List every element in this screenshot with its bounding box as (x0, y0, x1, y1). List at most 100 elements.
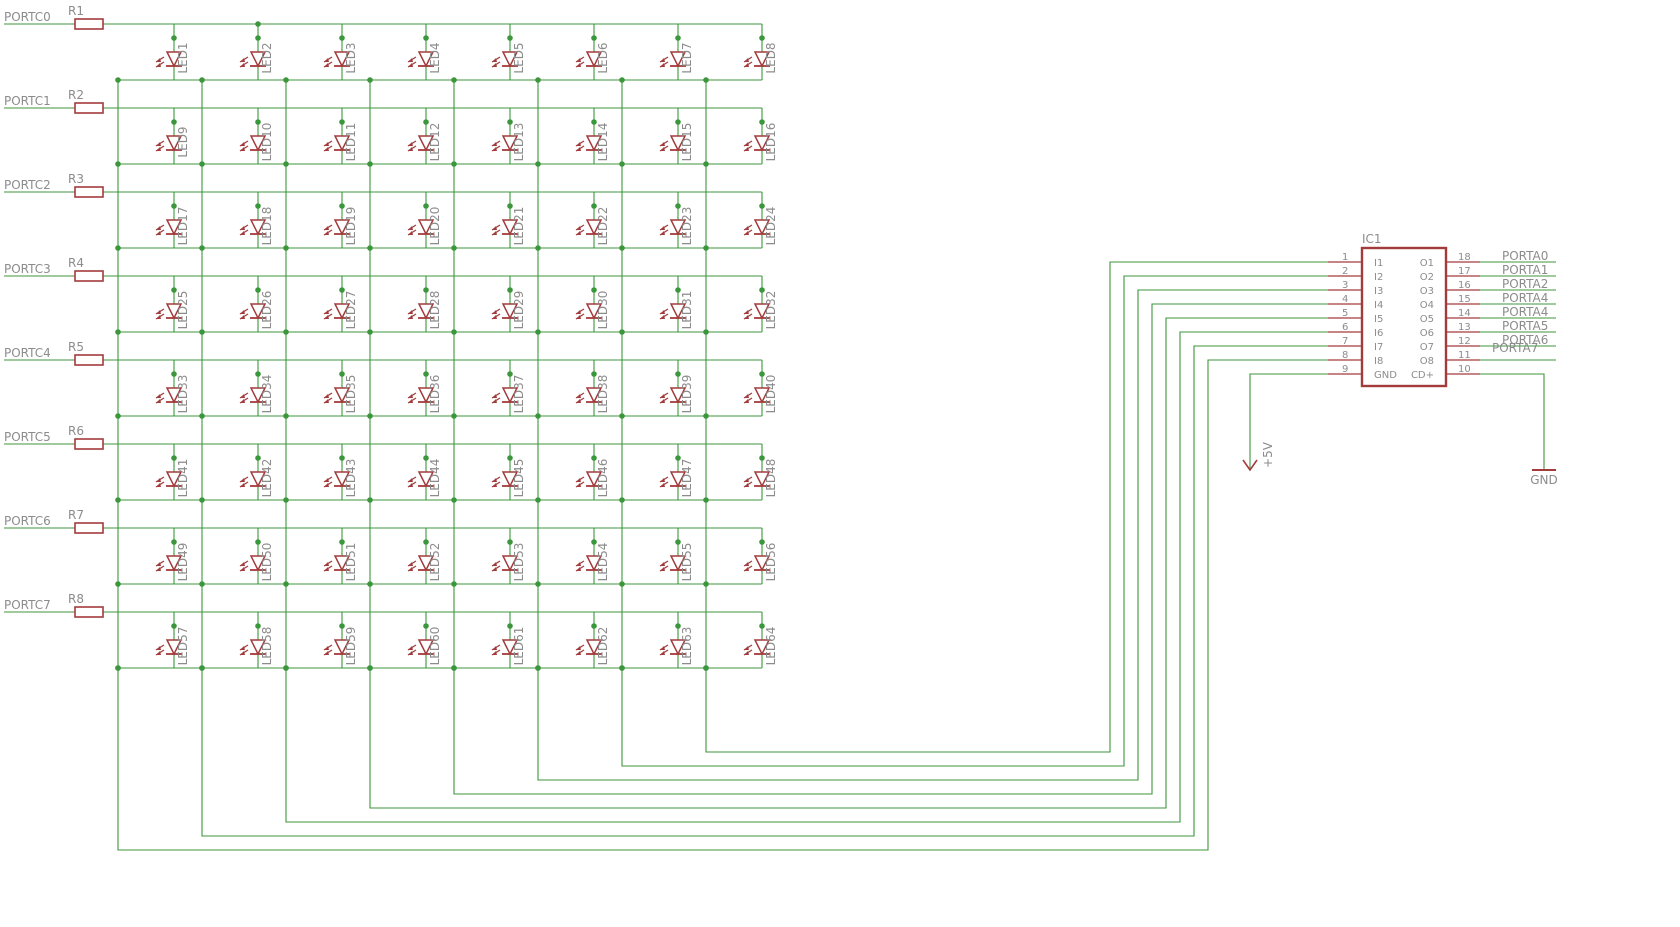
port-label: PORTC6 (4, 514, 51, 528)
junction-dot (619, 581, 625, 587)
junction-dot (451, 581, 457, 587)
junction-dot (339, 287, 345, 293)
led-body (501, 51, 519, 68)
junction-dot (199, 497, 205, 503)
led-body (249, 135, 267, 152)
junction-dot (507, 287, 513, 293)
porta-label: PORTA4 (1502, 305, 1548, 319)
ic1-label: IC1 (1362, 232, 1382, 246)
junction-dot (507, 35, 513, 41)
led-body (669, 135, 687, 152)
junction-dot (451, 413, 457, 419)
led-body (753, 639, 771, 656)
led-label: LED31 (680, 291, 694, 330)
junction-dot (591, 539, 597, 545)
led-body (585, 639, 603, 656)
led-body (165, 555, 183, 572)
junction-dot (619, 329, 625, 335)
led-arrow-head (240, 394, 245, 398)
resistor-label: R6 (68, 424, 84, 438)
led-arrow-head (576, 142, 581, 146)
junction-dot (423, 539, 429, 545)
led-arrow-head (576, 651, 581, 655)
junction-dot (675, 539, 681, 545)
pin-number: 4 (1342, 294, 1348, 305)
junction-dot (171, 119, 177, 125)
led-body (417, 555, 435, 572)
led-label: LED27 (344, 291, 358, 330)
led-arrow-head (156, 231, 161, 235)
led-body (753, 387, 771, 404)
led-arrow-head (240, 142, 245, 146)
led-arrow-head (744, 478, 749, 482)
led-label: LED3 (344, 42, 358, 73)
junction-dot (255, 539, 261, 545)
pin-number: 2 (1342, 266, 1348, 277)
led-arrow-head (156, 478, 161, 482)
led-arrow-head (156, 58, 161, 62)
junction-dot (199, 77, 205, 83)
pin-number: 10 (1458, 364, 1471, 375)
bus-to-ic-wire (201, 345, 1328, 837)
led-arrow-head (240, 399, 245, 403)
led-label: LED4 (428, 42, 442, 73)
junction-dot (507, 371, 513, 377)
junction-dot (535, 413, 541, 419)
pin-number: 13 (1458, 322, 1471, 333)
resistor (74, 606, 104, 618)
pin-number: 16 (1458, 280, 1471, 291)
pin-name: O4 (1420, 300, 1434, 311)
led-body (417, 471, 435, 488)
led-arrow-head (408, 226, 413, 230)
junction-dot (367, 329, 373, 335)
led-body (165, 51, 183, 68)
pin-number: 7 (1342, 336, 1348, 347)
led-arrow-head (576, 646, 581, 650)
junction-dot (115, 161, 121, 167)
led-arrow-head (576, 478, 581, 482)
pin-name: I3 (1374, 286, 1383, 297)
pin-number: 9 (1342, 364, 1348, 375)
junction-dot (367, 245, 373, 251)
led-arrow-head (492, 478, 497, 482)
junction-dot (339, 119, 345, 125)
led-arrow-head (492, 310, 497, 314)
led-label: LED52 (428, 543, 442, 582)
led-label: LED42 (260, 459, 274, 498)
led-label: LED43 (344, 459, 358, 498)
led-body (417, 135, 435, 152)
led-arrow-head (576, 315, 581, 319)
led-arrow-head (660, 394, 665, 398)
bus-to-ic-wire (453, 303, 1328, 795)
junction-dot (759, 203, 765, 209)
led-body (753, 303, 771, 320)
junction-dot (283, 329, 289, 335)
led-arrow-head (408, 310, 413, 314)
ic1-chip[interactable]: IC11I12I23I34I45I56I67I78I89GND18O117O21… (1328, 232, 1480, 388)
bus-to-ic-wire (537, 289, 1328, 781)
led-body (753, 51, 771, 68)
junction-dot (199, 161, 205, 167)
pin-number: 12 (1458, 336, 1471, 347)
pin-number: 1 (1342, 252, 1348, 263)
junction-dot (675, 119, 681, 125)
supply-arrow (1242, 459, 1258, 472)
led-body (501, 303, 519, 320)
led-arrow-head (156, 142, 161, 146)
led-arrow-head (408, 567, 413, 571)
led-body (501, 135, 519, 152)
led-arrow-head (660, 310, 665, 314)
ic1-body (1360, 246, 1448, 388)
led-arrow-head (744, 315, 749, 319)
led-label: LED53 (512, 543, 526, 582)
led-label: LED2 (260, 42, 274, 73)
port-label: PORTC1 (4, 94, 51, 108)
led-body (585, 51, 603, 68)
porta-label: PORTA6 (1502, 333, 1548, 347)
port-label: PORTC2 (4, 178, 51, 192)
led-label: LED47 (680, 459, 694, 498)
resistor-label: R5 (68, 340, 84, 354)
led-arrow-head (492, 646, 497, 650)
pin-number: 17 (1458, 266, 1471, 277)
